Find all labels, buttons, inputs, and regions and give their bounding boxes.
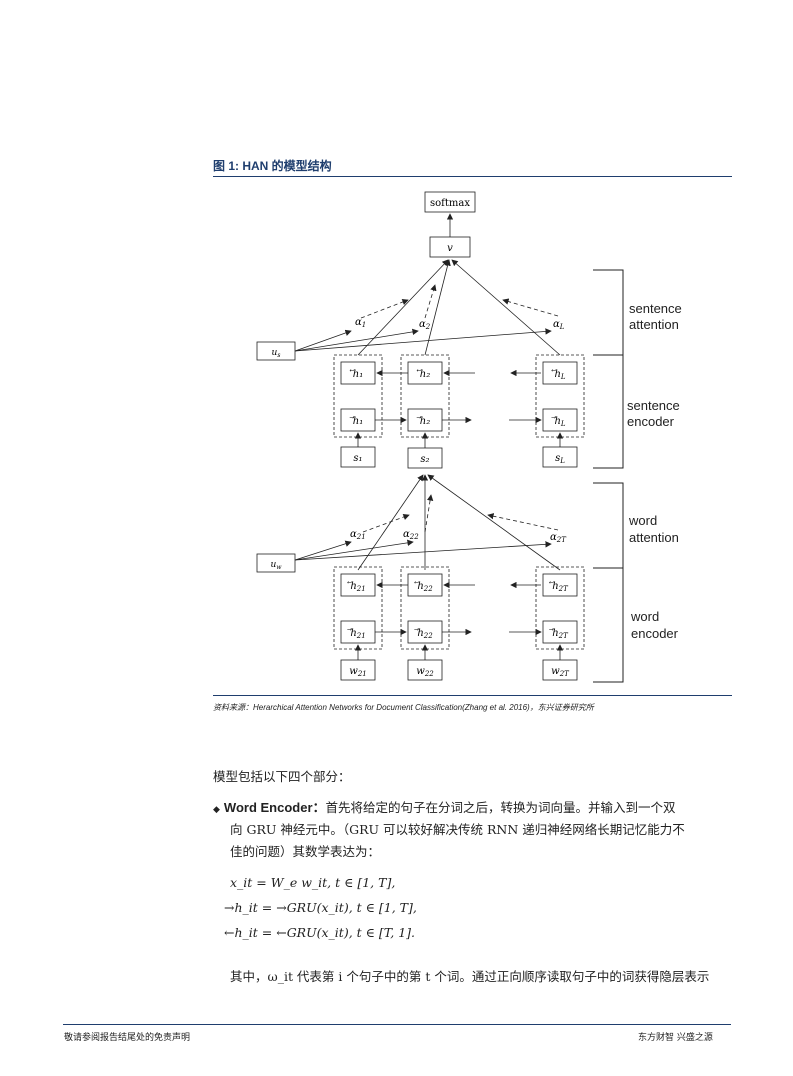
- sentence-alpha-1: α1: [355, 317, 366, 329]
- sentence-alpha-2: α2: [419, 319, 431, 331]
- bullet-line-1: ◆ Word Encoder：首先将给定的句子在分词之后，转换为词向量。并输入到…: [213, 797, 676, 821]
- word-inputs: w21 w22 w2T: [340, 659, 578, 681]
- uw-label: uw: [271, 560, 283, 571]
- footer-slogan: 东方财智 兴盛之源: [638, 1033, 713, 1043]
- equation-2: →h_it = →GRU(x_it), t ∈ [1, T],: [224, 900, 417, 915]
- us-label: us: [272, 348, 281, 359]
- sentence-forward-states: ⃗h₁ ⃗h₂ ⃗hL: [340, 408, 578, 432]
- bullet-symbol: ◆: [213, 805, 220, 815]
- figure-top-rule: [213, 176, 732, 177]
- bullet-text-1: 首先将给定的句子在分词之后，转换为词向量。并输入到一个双: [325, 800, 676, 815]
- svg-text:s₁: s₁: [353, 453, 362, 464]
- word-forward-states: ⃗h21 ⃗h22 ⃗h2T: [340, 620, 578, 644]
- svg-text:sL: sL: [555, 453, 565, 465]
- intro-paragraph: 模型包括以下四个部分：: [213, 769, 351, 784]
- word-alpha-2T: α2T: [550, 532, 567, 544]
- word-alpha-22: α22: [403, 529, 419, 541]
- bullet-title: Word Encoder：: [223, 800, 326, 815]
- side-label-word-encoder-1: word: [630, 609, 659, 624]
- softmax-box: [424, 191, 476, 213]
- v-box: [429, 236, 471, 258]
- bullet-line-3: 佳的问题）其数学表达为：: [230, 844, 381, 859]
- svg-text:⃖h₂: ⃖h₂: [416, 369, 430, 380]
- footer-disclaimer: 敬请参阅报告结尾处的免责声明: [64, 1033, 191, 1043]
- side-label-sentence-encoder-2: encoder: [627, 414, 675, 429]
- side-label-word-attention-1: word: [628, 513, 657, 528]
- side-label-sentence-attention-2: attention: [629, 317, 679, 332]
- equation-3: ←h_it = ←GRU(x_it), t ∈ [T, 1].: [224, 925, 415, 940]
- svg-text:s₂: s₂: [420, 454, 429, 465]
- han-architecture-diagram: softmax v ⃖h₁ ⃖h₂ ⃖hL ⃗h₁ ⃗h₂ ⃗hL s₁ s₂ …: [256, 191, 682, 683]
- side-label-sentence-attention-1: sentence: [629, 301, 682, 316]
- v-label: v: [447, 243, 453, 254]
- uw-box: [256, 553, 296, 573]
- svg-text:⃗h₁: ⃗h₁: [349, 416, 363, 427]
- sentence-inputs: s₁ s₂ sL: [340, 446, 578, 469]
- sentence-alpha-L: αL: [553, 319, 565, 331]
- svg-text:⃖h₁: ⃖h₁: [349, 369, 363, 380]
- side-label-word-attention-2: attention: [629, 530, 679, 545]
- side-label-sentence-encoder-1: sentence: [627, 398, 680, 413]
- footer-rule: [63, 1024, 731, 1025]
- figure-title: 图 1: HAN 的模型结构: [213, 159, 332, 173]
- bullet-line-2: 向 GRU 神经元中。（GRU 可以较好解决传统 RNN 递归神经网络长期记忆能…: [230, 822, 685, 837]
- figure-source: 资料来源：Herarchical Attention Networks for …: [213, 703, 594, 712]
- figure-bottom-rule: [213, 695, 732, 696]
- equation-1: x_it = W_e w_it, t ∈ [1, T],: [230, 875, 396, 890]
- softmax-label: softmax: [430, 198, 470, 209]
- word-backward-states: ⃖h21 ⃖h22 ⃖h2T: [340, 573, 578, 597]
- side-label-word-encoder-2: encoder: [631, 626, 679, 641]
- body-last-line: 其中，ω_it 代表第 i 个句子中的第 t 个词。通过正向顺序读取句子中的词获…: [230, 969, 710, 984]
- sentence-backward-states: ⃖h₁ ⃖h₂ ⃖hL: [340, 361, 578, 385]
- word-alpha-21: α21: [350, 529, 366, 541]
- svg-text:⃗h₂: ⃗h₂: [416, 416, 430, 427]
